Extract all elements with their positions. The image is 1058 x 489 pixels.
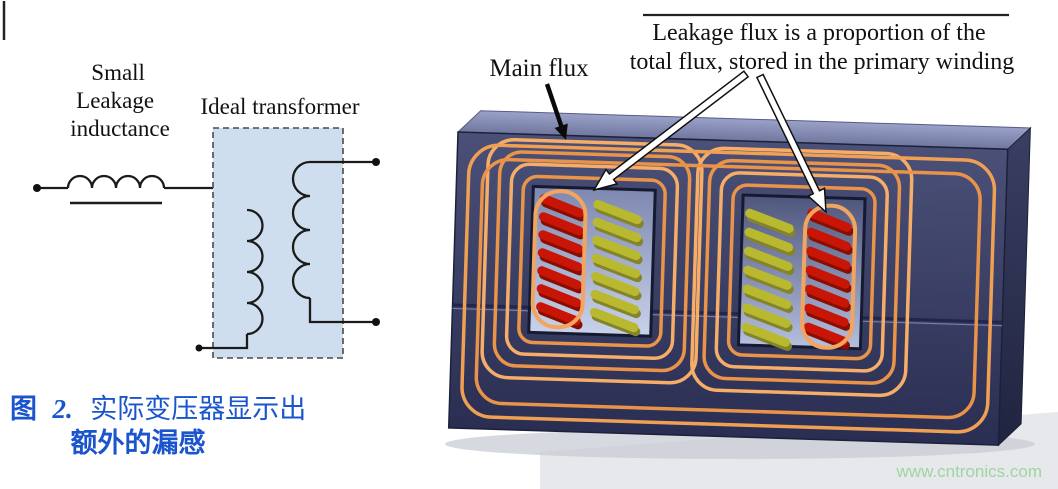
primary-winding-right (803, 208, 852, 346)
main-flux-label: Main flux (489, 55, 589, 82)
main-flux-loops (460, 138, 997, 434)
schematic-group: Small Leakage inductance Ideal transform… (33, 60, 380, 359)
caption-line2: 额外的漏感 (71, 427, 206, 458)
inductor-label: Small Leakage inductance (70, 60, 170, 141)
leakage-flux-label: Leakage flux is a proportion of the tota… (630, 20, 1015, 75)
secondary-bottom-lead (308, 298, 376, 324)
transformer-3d-group (447, 110, 1032, 447)
ideal-transformer-box (212, 127, 344, 359)
leakage-flux-outline-left (530, 189, 588, 330)
leakage-arrow-right (755, 73, 827, 214)
terminal-dot-secondary-top (372, 158, 380, 166)
svg-text:图 2. 实际变压器显示出: 图 2. 实际变压器显示出 (10, 394, 306, 424)
caption-line1: 实际变压器显示出 (90, 394, 306, 424)
terminal-dot-secondary-bottom (372, 318, 380, 326)
leakage-arrow-left (592, 70, 750, 192)
secondary-winding-right (741, 208, 794, 347)
terminal-dot-primary-bottom (195, 344, 203, 352)
primary-winding-left (536, 194, 585, 326)
figure-caption: 图 2. 实际变压器显示出 额外的漏感 (10, 394, 306, 458)
leakage-flux-outline-right (800, 203, 858, 350)
secondary-winding-coil (291, 160, 311, 300)
caption-figure-number: 2. (52, 394, 73, 424)
main-flux-arrow (544, 83, 568, 140)
caption-figure-label: 图 (10, 394, 37, 424)
watermark-text: www.cntronics.com (896, 462, 1042, 481)
primary-winding-coil (246, 208, 264, 336)
primary-bottom-lead (199, 334, 249, 350)
ideal-transformer-label: Ideal transformer (200, 94, 359, 119)
secondary-winding-left (589, 199, 642, 333)
terminal-dot-primary-top (33, 184, 41, 192)
